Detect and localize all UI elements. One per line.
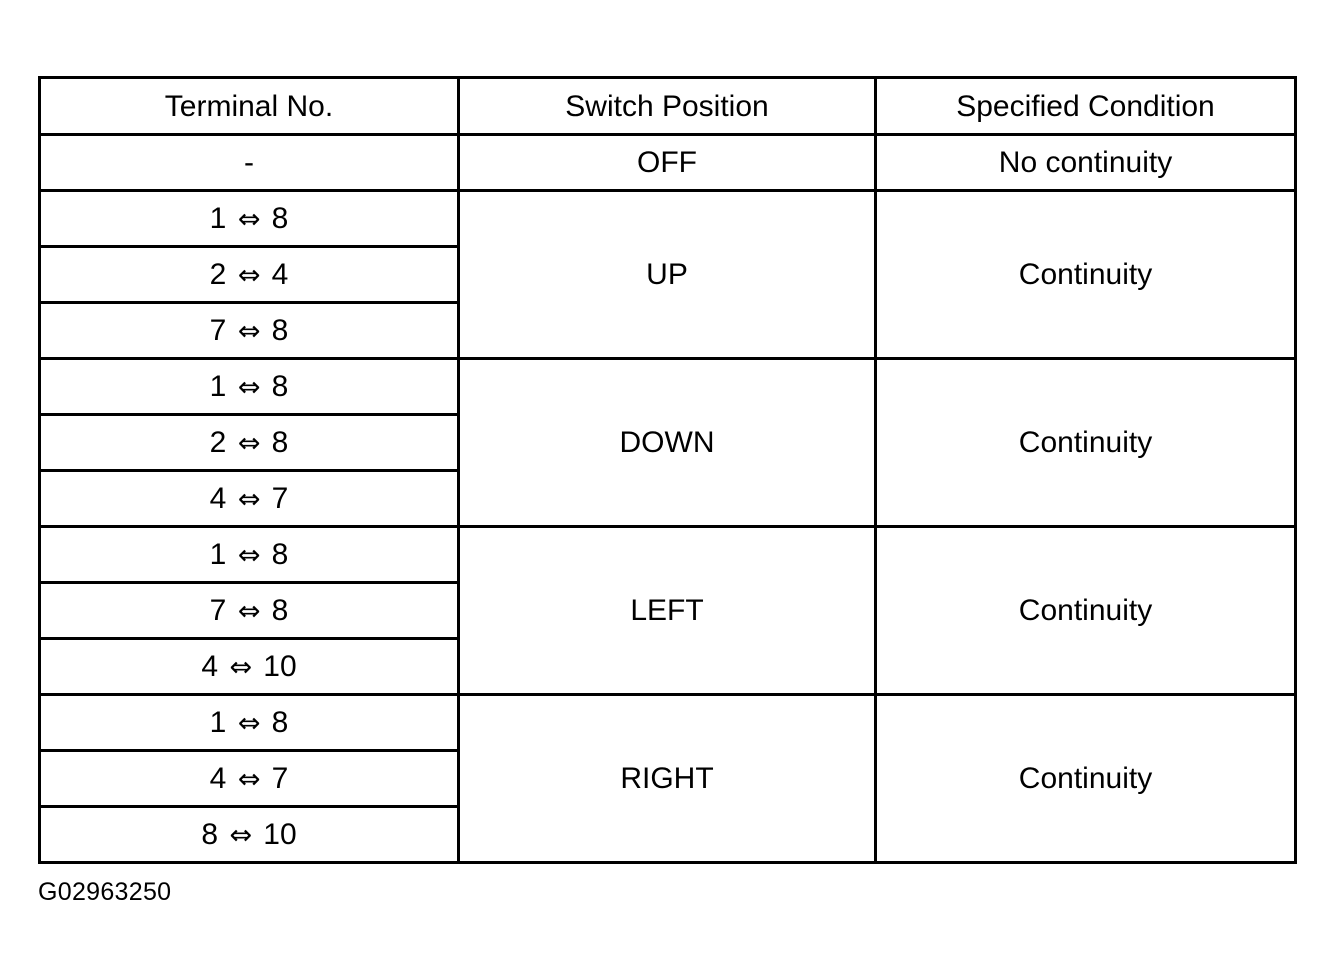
switch-position-cell: LEFT <box>457 525 877 696</box>
table-row: 2 ⇔ 8 <box>38 413 1296 472</box>
specified-condition-cell: Continuity <box>874 693 1297 864</box>
terminal-cell: 2 ⇔ 4 <box>38 245 460 304</box>
column-header-terminal-no: Terminal No. <box>38 76 460 136</box>
specified-condition-cell: Continuity <box>874 357 1297 528</box>
bidirectional-arrow-icon: ⇔ <box>237 596 261 627</box>
column-header-specified-condition: Specified Condition <box>874 76 1297 136</box>
bidirectional-arrow-icon: ⇔ <box>237 316 261 347</box>
terminal-cell: - <box>38 133 460 192</box>
bidirectional-arrow-icon: ⇔ <box>237 484 261 515</box>
specified-condition-cell: No continuity <box>874 133 1297 192</box>
terminal-cell: 1 ⇔ 8 <box>38 189 460 248</box>
table-row: 1 ⇔ 8 LEFT Continuity <box>38 525 1297 696</box>
bidirectional-arrow-icon: ⇔ <box>237 372 261 403</box>
figure-reference-caption: G02963250 <box>38 878 172 906</box>
table-row: 1 ⇔ 8 RIGHT Continuity <box>38 693 1297 864</box>
table-header: Terminal No. Switch Position Specified C… <box>38 76 1297 136</box>
terminal-cell: 1 ⇔ 8 <box>38 525 460 584</box>
bidirectional-arrow-icon: ⇔ <box>229 820 252 851</box>
specified-condition-cell: Continuity <box>874 189 1297 360</box>
bidirectional-arrow-icon: ⇔ <box>229 652 252 683</box>
bidirectional-arrow-icon: ⇔ <box>237 540 261 571</box>
table-body: - OFF No continuity 1 ⇔ 8 UP Continuity … <box>38 133 1297 864</box>
table-header-row: Terminal No. Switch Position Specified C… <box>38 76 1297 136</box>
bidirectional-arrow-icon: ⇔ <box>237 764 261 795</box>
terminal-cell: 8 ⇔ 10 <box>38 805 460 864</box>
bidirectional-arrow-icon: ⇔ <box>237 260 261 291</box>
terminal-cell: 4 ⇔ 7 <box>38 749 460 808</box>
table-row: 8 ⇔ 10 <box>38 805 1296 864</box>
continuity-spec-table: Terminal No. Switch Position Specified C… <box>38 76 1297 864</box>
bidirectional-arrow-icon: ⇔ <box>237 428 261 459</box>
switch-position-cell: OFF <box>457 133 877 192</box>
table-row: 1 ⇔ 8 UP Continuity <box>38 189 1297 360</box>
switch-position-cell: UP <box>457 189 877 360</box>
table-row: - OFF No continuity <box>38 133 1297 192</box>
table-row: 4 ⇔ 10 <box>38 637 1296 696</box>
terminal-cell: 4 ⇔ 7 <box>38 469 460 528</box>
column-header-switch-position: Switch Position <box>457 76 877 136</box>
terminal-cell: 7 ⇔ 8 <box>38 301 460 360</box>
switch-position-cell: DOWN <box>457 357 877 528</box>
table-row: 7 ⇔ 8 <box>38 581 1296 640</box>
specified-condition-cell: Continuity <box>874 525 1297 696</box>
terminal-cell: 1 ⇔ 8 <box>38 357 460 416</box>
terminal-cell: 7 ⇔ 8 <box>38 581 460 640</box>
table-row: 2 ⇔ 4 <box>38 245 1296 304</box>
table-row: 7 ⇔ 8 <box>38 301 1296 360</box>
table-row: 4 ⇔ 7 <box>38 749 1296 808</box>
terminal-cell: 2 ⇔ 8 <box>38 413 460 472</box>
terminal-cell: 4 ⇔ 10 <box>38 637 460 696</box>
table-row: 4 ⇔ 7 <box>38 469 1296 528</box>
switch-position-cell: RIGHT <box>457 693 877 864</box>
terminal-cell: 1 ⇔ 8 <box>38 693 460 752</box>
bidirectional-arrow-icon: ⇔ <box>237 204 261 235</box>
table-row: 1 ⇔ 8 DOWN Continuity <box>38 357 1297 528</box>
bidirectional-arrow-icon: ⇔ <box>237 708 261 739</box>
